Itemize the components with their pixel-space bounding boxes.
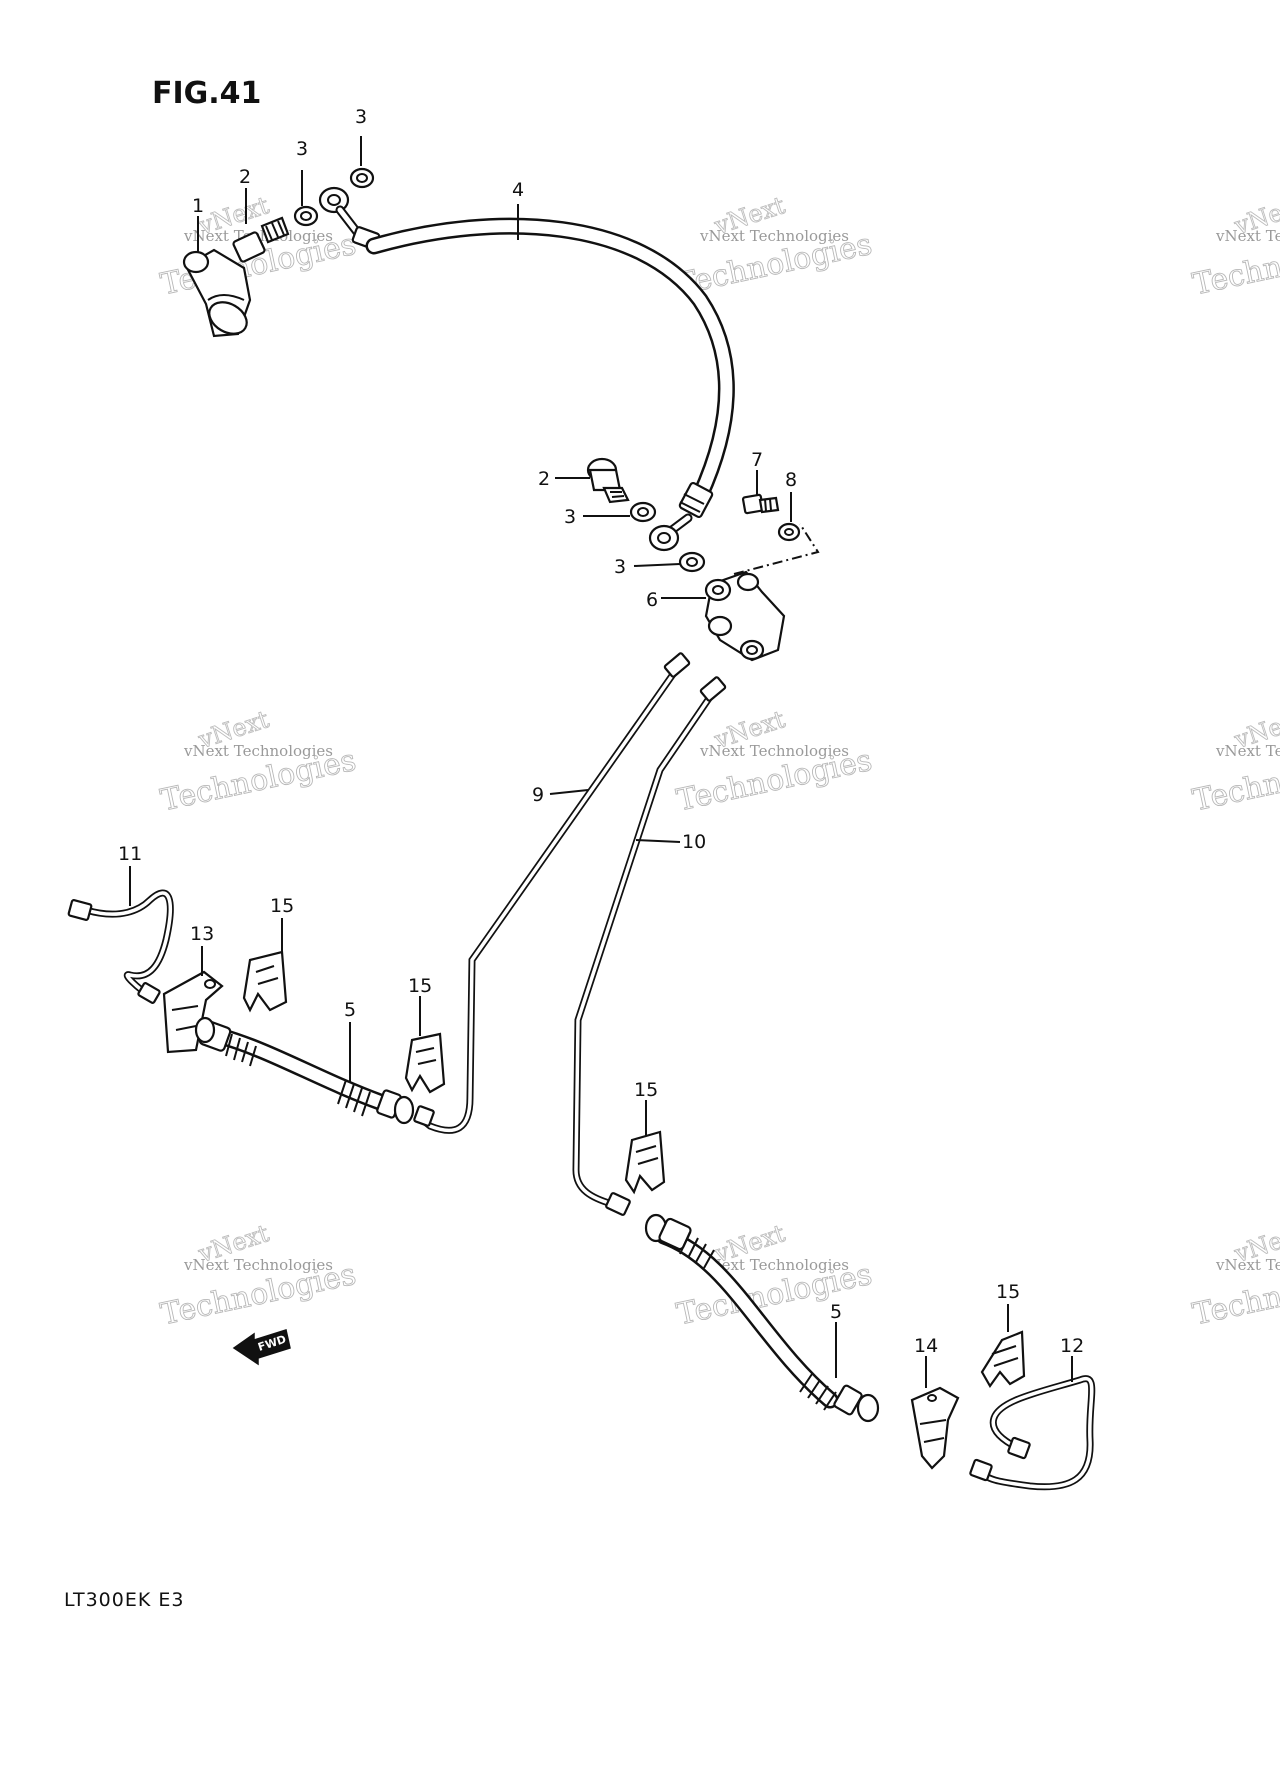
- watermark-text: vNext Technologies: [1215, 742, 1280, 760]
- part-11-brake-pipe: [67, 889, 174, 1004]
- part-1-cylinder-fitting: [182, 248, 252, 338]
- callout-1: 1: [192, 195, 204, 217]
- part-15-clip: [980, 1330, 1026, 1389]
- watermark-text: vNext Technologies: [1215, 1256, 1280, 1274]
- callout-15: 15: [408, 975, 432, 997]
- washer-hole: [356, 173, 368, 183]
- washer-hole: [686, 557, 698, 567]
- part-3-washer: [678, 551, 706, 573]
- callout-leaders: [129, 136, 1073, 1388]
- watermark: vNext vNext Technologies Technologies: [673, 1219, 875, 1333]
- watermark: vNext vNext Technologies Technologies: [1189, 705, 1280, 819]
- forward-direction-arrow: FWD: [232, 1329, 291, 1366]
- part-12-brake-pipe: [969, 1375, 1096, 1491]
- model-code-label: LT300EK E3: [64, 1589, 184, 1611]
- part-5-brake-hose-left: [194, 1016, 435, 1127]
- callout-4: 4: [512, 179, 524, 201]
- part-3-washer: [629, 501, 657, 523]
- watermark: vNext vNext Technologies Technologies: [673, 705, 875, 819]
- part-15-clip: [242, 950, 288, 1013]
- callout-14: 14: [914, 1335, 938, 1357]
- part-3-washer: [349, 167, 375, 189]
- figure-title: FIG.41: [152, 76, 261, 111]
- callout-15: 15: [996, 1281, 1020, 1303]
- watermark: vNext vNext Technologies Technologies: [157, 705, 359, 819]
- callout-5: 5: [344, 999, 356, 1021]
- watermark-text: vNext Technologies: [699, 1256, 849, 1274]
- watermark-text: vNext Technologies: [183, 742, 333, 760]
- part-9-brake-pipe: [416, 652, 691, 1134]
- assembly-dash-line: [733, 523, 820, 575]
- callout-15: 15: [270, 895, 294, 917]
- part-6-three-way-joint: [704, 570, 786, 662]
- callout-3: 3: [355, 106, 367, 128]
- watermark: vNext vNext Technologies Technologies: [673, 191, 875, 303]
- callout-3: 3: [564, 506, 576, 528]
- watermark-text: vNext Technologies: [699, 227, 849, 245]
- callout-2: 2: [538, 468, 550, 490]
- callout-2: 2: [239, 166, 251, 188]
- watermark: vNext vNext Technologies Technologies: [1189, 1219, 1280, 1333]
- callout-13: 13: [190, 923, 214, 945]
- callout-10: 10: [682, 831, 706, 853]
- callout-3: 3: [614, 556, 626, 578]
- callout-9: 9: [532, 784, 544, 806]
- part-2-union-bolt-top: [232, 216, 290, 263]
- callout-3: 3: [296, 138, 308, 160]
- part-13-bracket: [162, 970, 224, 1054]
- watermark: vNext vNext Technologies Technologies: [1189, 191, 1280, 303]
- callout-15: 15: [634, 1079, 658, 1101]
- part-15-clip: [624, 1130, 666, 1195]
- part-15-clip: [404, 1032, 446, 1094]
- watermark-text: vNext Technologies: [699, 742, 849, 760]
- part-3-washer: [293, 205, 319, 227]
- part-10-brake-pipe: [572, 676, 727, 1216]
- watermark: vNext vNext Technologies Technologies: [157, 1219, 359, 1333]
- part-4-brake-hose: [318, 186, 735, 552]
- watermark-text: vNext Technologies: [183, 1256, 333, 1274]
- watermark-text: vNext Technologies: [1215, 227, 1280, 245]
- callout-5: 5: [830, 1301, 842, 1323]
- part-14-bracket: [910, 1386, 960, 1470]
- callout-7: 7: [751, 449, 763, 471]
- washer-hole: [637, 507, 649, 517]
- washer-hole: [300, 211, 312, 221]
- callout-12: 12: [1060, 1335, 1084, 1357]
- part-2-union-bolt-mid: [586, 457, 630, 504]
- washer-hole: [784, 528, 794, 536]
- callout-8: 8: [785, 469, 797, 491]
- callout-11: 11: [118, 843, 142, 865]
- part-8-washer: [777, 522, 801, 542]
- callout-6: 6: [646, 589, 658, 611]
- part-5-brake-hose-right: [644, 1213, 880, 1423]
- part-7-bolt: [741, 493, 780, 515]
- callout-labels: 1 2 3 3 4 2 3 7 8 3 6 9 10 11 13 15 15 5…: [118, 106, 1084, 1357]
